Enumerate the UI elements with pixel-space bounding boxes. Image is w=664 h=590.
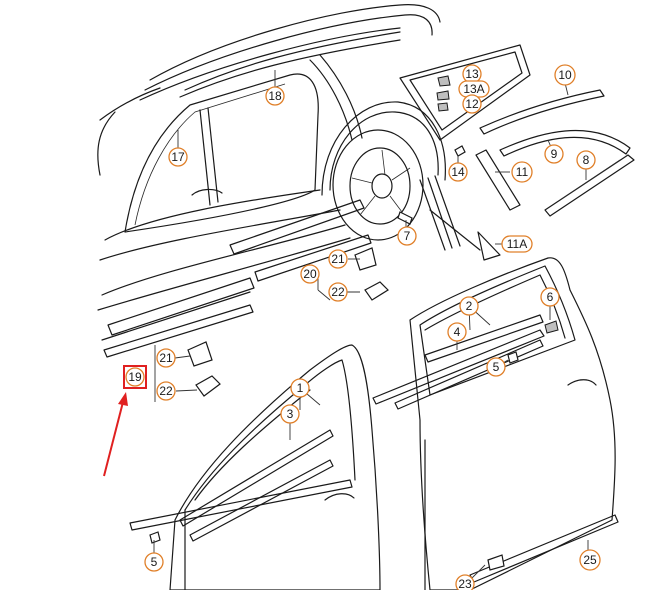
svg-text:5: 5: [493, 360, 500, 374]
callout-21-upper: 21: [328, 249, 348, 269]
callout-23: 23: [455, 574, 475, 590]
callout-7: 7: [397, 226, 417, 246]
highlight-box: [123, 365, 147, 389]
svg-text:1: 1: [297, 381, 304, 395]
svg-text:22: 22: [159, 384, 173, 398]
highlight-arrow-head: [118, 392, 128, 406]
svg-text:12: 12: [465, 97, 479, 111]
callout-14: 14: [448, 162, 468, 182]
svg-text:6: 6: [547, 290, 554, 304]
callout-13: 13: [462, 64, 482, 84]
svg-text:2: 2: [466, 299, 473, 313]
vehicle-body: [97, 4, 446, 341]
svg-text:21: 21: [159, 351, 173, 365]
callout-5-rear: 5: [486, 357, 506, 377]
callout-19: 19: [125, 367, 145, 387]
svg-text:14: 14: [451, 165, 465, 179]
svg-text:4: 4: [454, 325, 461, 339]
svg-text:5: 5: [151, 555, 158, 569]
callout-20: 20: [300, 264, 320, 284]
callout-22-lower: 22: [156, 381, 176, 401]
callout-18: 18: [265, 86, 285, 106]
svg-text:11: 11: [516, 165, 529, 179]
callout-12: 12: [462, 94, 482, 114]
callout-10: 10: [554, 64, 576, 86]
callout-6: 6: [540, 287, 560, 307]
svg-text:21: 21: [331, 252, 345, 266]
clips-upper: [317, 247, 389, 301]
svg-text:17: 17: [171, 150, 185, 164]
callout-5-front: 5: [144, 552, 164, 572]
svg-text:13: 13: [465, 67, 479, 81]
callout-17: 17: [168, 147, 188, 167]
callout-22-upper: 22: [328, 282, 348, 302]
callout-4: 4: [447, 322, 467, 342]
svg-text:9: 9: [551, 147, 558, 161]
svg-text:8: 8: [583, 153, 590, 167]
clips-lower: [154, 341, 221, 402]
callout-25: 25: [579, 549, 601, 571]
svg-text:18: 18: [268, 89, 282, 103]
svg-text:10: 10: [558, 68, 572, 82]
callout-9: 9: [544, 144, 564, 164]
front-door: [129, 344, 381, 590]
callout-1: 1: [290, 378, 310, 398]
callout-11a: 11A: [501, 235, 533, 253]
highlight-annotation: [103, 365, 147, 477]
wheel: [332, 129, 424, 241]
callout-3: 3: [280, 404, 300, 424]
svg-text:19: 19: [128, 370, 142, 384]
highlight-arrow-shaft: [103, 401, 124, 477]
callout-2: 2: [459, 296, 479, 316]
svg-text:7: 7: [404, 229, 411, 243]
svg-text:22: 22: [331, 285, 345, 299]
callout-8: 8: [576, 150, 596, 170]
leader-lines: [153, 70, 589, 586]
svg-text:11A: 11A: [507, 237, 527, 251]
rear-quarter-trims: [397, 44, 635, 261]
callout-21-lower: 21: [156, 348, 176, 368]
svg-text:3: 3: [287, 407, 294, 421]
svg-text:20: 20: [303, 267, 317, 281]
callout-13a: 13A: [458, 80, 490, 98]
callout-11: 11: [511, 161, 533, 183]
svg-text:25: 25: [583, 553, 597, 567]
svg-text:13A: 13A: [463, 82, 484, 96]
part-19-strip: [103, 304, 254, 358]
svg-text:23: 23: [458, 577, 472, 590]
rear-door: [372, 257, 619, 590]
